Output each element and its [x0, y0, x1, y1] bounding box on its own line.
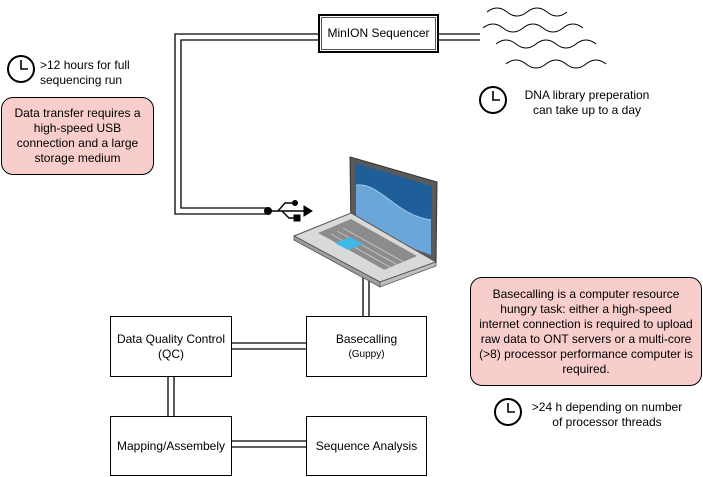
basecalling-time-line2: of processor threads	[552, 415, 662, 429]
library-prep-time-line2: can take up to a day	[532, 103, 642, 117]
sequencing-run-time-line1: >12 hours for full	[40, 58, 130, 72]
qc-step-line1: Data Quality Control	[116, 331, 226, 346]
mapping-step-box: Mapping/Assembely	[110, 416, 232, 476]
basecalling-step-line1: Basecalling	[335, 331, 398, 346]
basecalling-step-box: Basecalling (Guppy)	[306, 316, 427, 377]
mapping-step-label: Mapping/Assembely	[116, 438, 226, 453]
library-prep-time-line1: DNA library preperation	[524, 88, 650, 102]
basecalling-time-note: >24 h depending on number of processor t…	[524, 400, 690, 430]
qc-mapping-connector	[167, 376, 175, 416]
sequencer-dna-connector	[439, 33, 480, 41]
basecalling-step-line2: (Guppy)	[348, 348, 385, 360]
basecalling-time-line1: >24 h depending on number	[531, 400, 683, 414]
sequence-analysis-step-label: Sequence Analysis	[315, 438, 418, 453]
clock-icon	[7, 55, 35, 83]
sequencer-box: MinION Sequencer	[318, 14, 439, 53]
qc-step-box: Data Quality Control (QC)	[110, 316, 232, 377]
dna-strands-icon	[482, 7, 607, 69]
qc-step-line2: (QC)	[158, 346, 184, 361]
laptop-icon	[292, 156, 438, 288]
sequencer-label: MinION Sequencer	[327, 26, 430, 40]
basecalling-resources-note: Basecalling is a computer resource hungr…	[470, 277, 702, 386]
library-prep-time-note: DNA library preperation can take up to a…	[512, 88, 662, 118]
data-transfer-note: Data transfer requires a high-speed USB …	[1, 97, 154, 175]
clock-icon	[479, 86, 507, 114]
sequencer-usb-connector	[174, 33, 318, 215]
basecalling-qc-connector	[232, 342, 306, 350]
sequence-analysis-step-box: Sequence Analysis	[306, 416, 427, 476]
sequencing-run-time-note: >12 hours for full sequencing run	[40, 58, 140, 88]
data-transfer-note-text: Data transfer requires a high-speed USB …	[14, 106, 141, 165]
mapping-analysis-connector	[232, 440, 306, 448]
clock-icon	[494, 398, 522, 426]
basecalling-resources-note-text: Basecalling is a computer resource hungr…	[479, 286, 693, 376]
usb-icon	[264, 200, 313, 222]
sequencing-run-time-line2: sequencing run	[40, 73, 123, 87]
